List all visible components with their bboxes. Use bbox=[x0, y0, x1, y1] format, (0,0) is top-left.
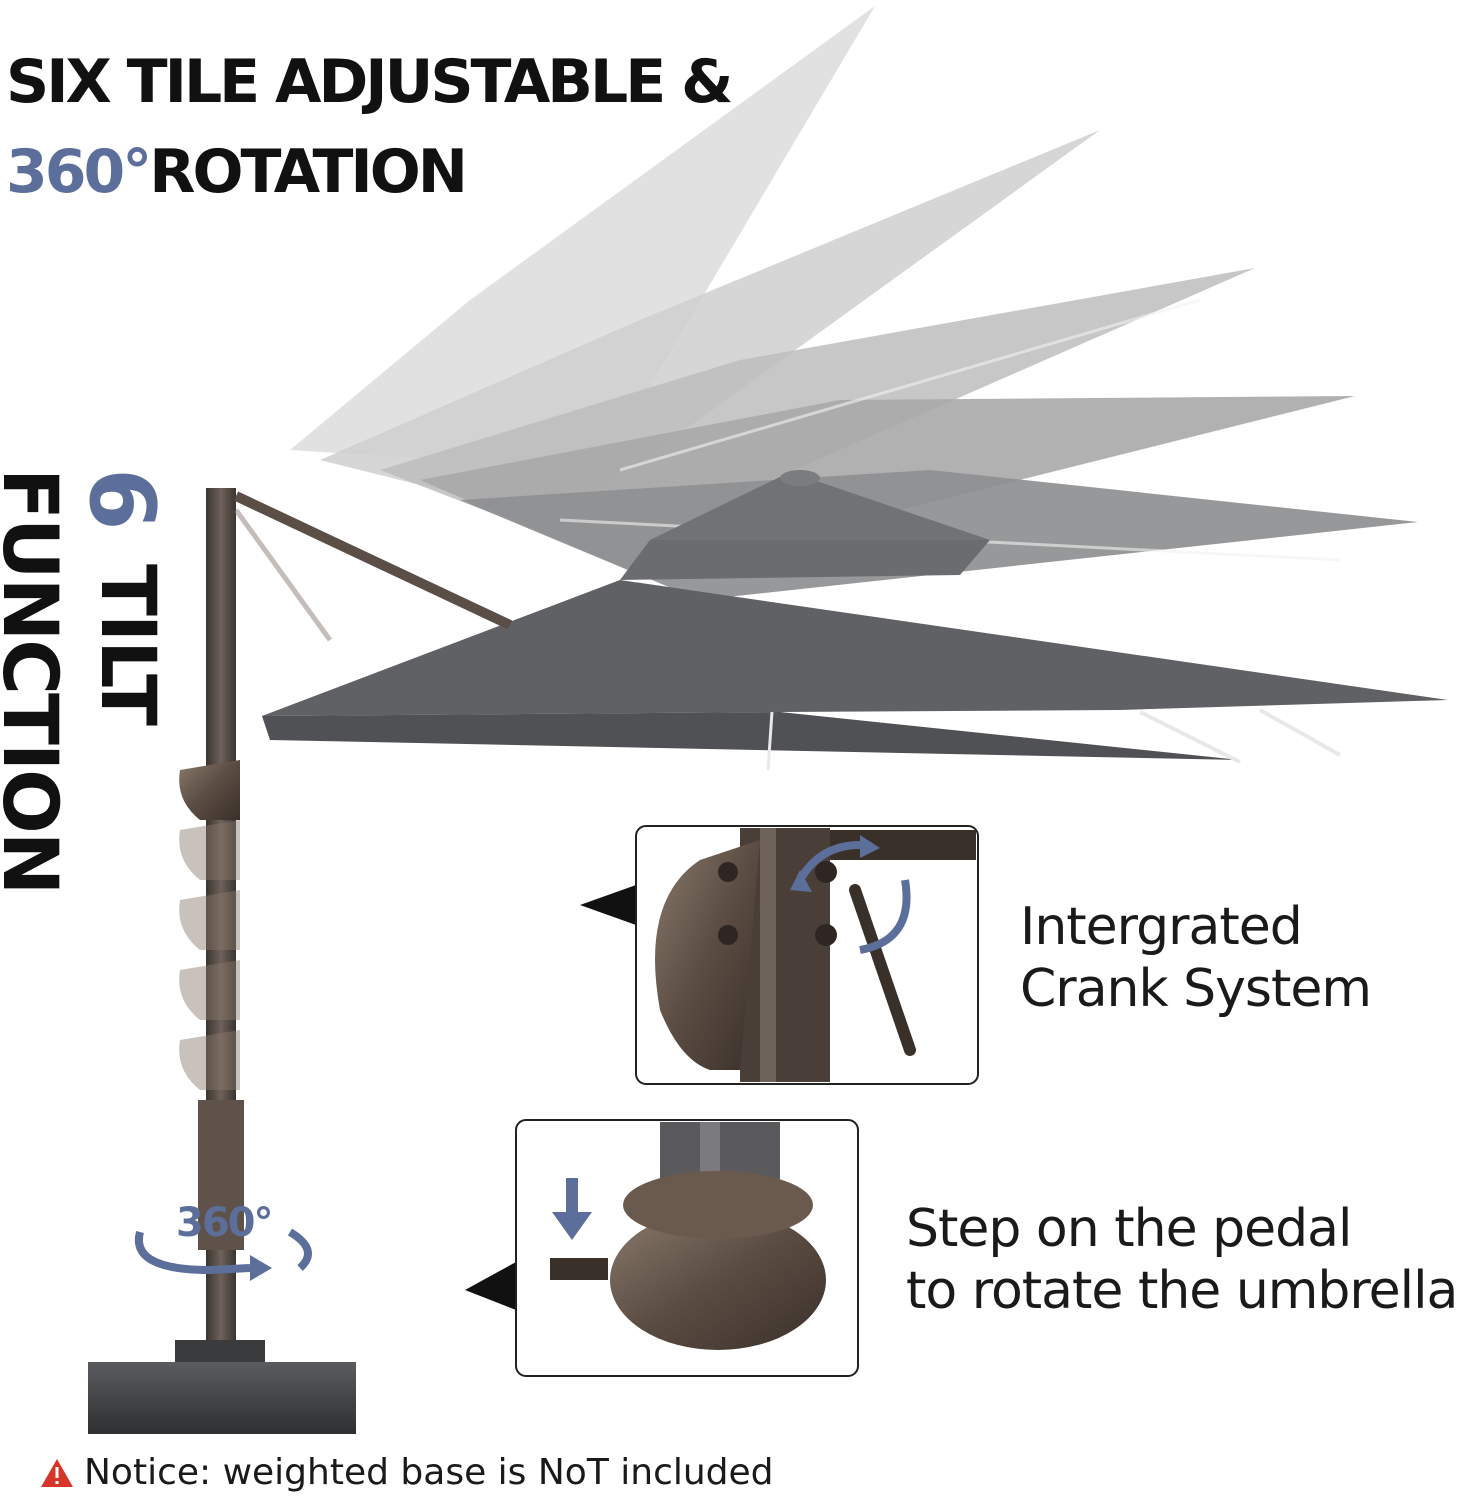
tilt-function-label: 6 TILT FUNCTION bbox=[0, 468, 174, 893]
notice: Notice: weighted base is NoT included bbox=[40, 1452, 774, 1493]
tilt-count: 6 bbox=[69, 468, 174, 531]
pedal-caption: Step on the pedal to rotate the umbrella bbox=[906, 1198, 1458, 1323]
weighted-base bbox=[88, 1340, 356, 1434]
crank-caption: Intergrated Crank System bbox=[1020, 896, 1372, 1021]
pedal-caption-line-1: Step on the pedal bbox=[906, 1199, 1352, 1259]
function-word: FUNCTION bbox=[0, 468, 75, 894]
headline-line-2: 360°ROTATION bbox=[6, 142, 468, 202]
crank-caption-line-2: Crank System bbox=[1020, 959, 1372, 1020]
crank-detail-inset bbox=[580, 825, 979, 1085]
pedal-caption-line-2: to rotate the umbrella bbox=[906, 1261, 1458, 1322]
tilt-word: TILT bbox=[84, 564, 173, 724]
rotation-arrow-icon bbox=[134, 1228, 312, 1281]
crank-caption-line-1: Intergrated bbox=[1020, 897, 1303, 957]
headline-rotation-word: ROTATION bbox=[149, 137, 468, 207]
headline-rotation-degrees: 360° bbox=[6, 137, 152, 207]
umbrella-pole bbox=[179, 488, 513, 1388]
rotation-degrees-label: 360° bbox=[176, 1200, 273, 1246]
main-canopy bbox=[262, 470, 1448, 771]
headline-line-1: SIX TILE ADJUSTABLE & bbox=[6, 47, 733, 117]
notice-text: Notice: weighted base is NoT included bbox=[84, 1452, 774, 1493]
warning-triangle-icon bbox=[41, 1459, 73, 1487]
pedal-detail-inset bbox=[465, 1119, 859, 1377]
